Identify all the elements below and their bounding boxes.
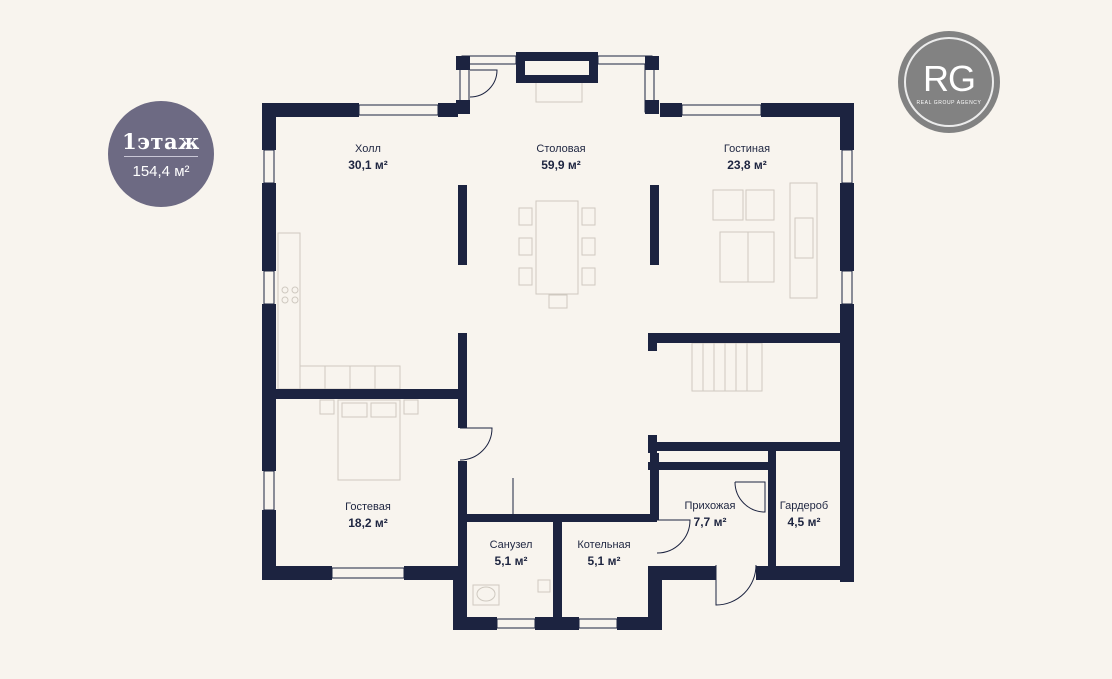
room-area-living: 23,8 м² bbox=[727, 158, 767, 172]
room-name-dining: Столовая bbox=[536, 143, 585, 155]
room-name-wardrobe: Гардероб bbox=[780, 500, 828, 512]
room-area-boiler: 5,1 м² bbox=[588, 554, 621, 568]
window-posts bbox=[456, 56, 659, 114]
room-area-entry: 7,7 м² bbox=[694, 515, 727, 529]
room-name-living: Гостиная bbox=[724, 143, 770, 155]
furniture bbox=[277, 81, 818, 606]
room-name-hall: Холл bbox=[355, 143, 381, 155]
room-name-entry: Прихожая bbox=[685, 500, 736, 512]
floor-badge: 1этаж 154,4 м² bbox=[108, 101, 214, 207]
logo-ring bbox=[904, 37, 994, 127]
room-name-bath: Санузел bbox=[490, 539, 533, 551]
room-area-wardrobe: 4,5 м² bbox=[788, 515, 821, 529]
badge-divider bbox=[124, 156, 198, 157]
walls bbox=[262, 52, 854, 630]
room-name-boiler: Котельная bbox=[577, 539, 630, 551]
room-name-guest: Гостевая bbox=[345, 501, 391, 513]
dining-table bbox=[535, 200, 579, 295]
logo-text: RG bbox=[923, 58, 976, 99]
room-area-dining: 59,9 м² bbox=[541, 158, 581, 172]
logo-subtitle: REAL GROUP AGENCY bbox=[916, 100, 982, 106]
bed bbox=[337, 399, 401, 481]
agency-logo: RG REAL GROUP AGENCY bbox=[898, 31, 1000, 133]
floor-area: 154,4 м² bbox=[132, 163, 190, 180]
room-area-bath: 5,1 м² bbox=[495, 554, 528, 568]
room-area-hall: 30,1 м² bbox=[348, 158, 388, 172]
windows bbox=[263, 55, 853, 629]
room-area-guest: 18,2 м² bbox=[348, 516, 388, 530]
floor-label: 1этаж bbox=[122, 129, 200, 154]
